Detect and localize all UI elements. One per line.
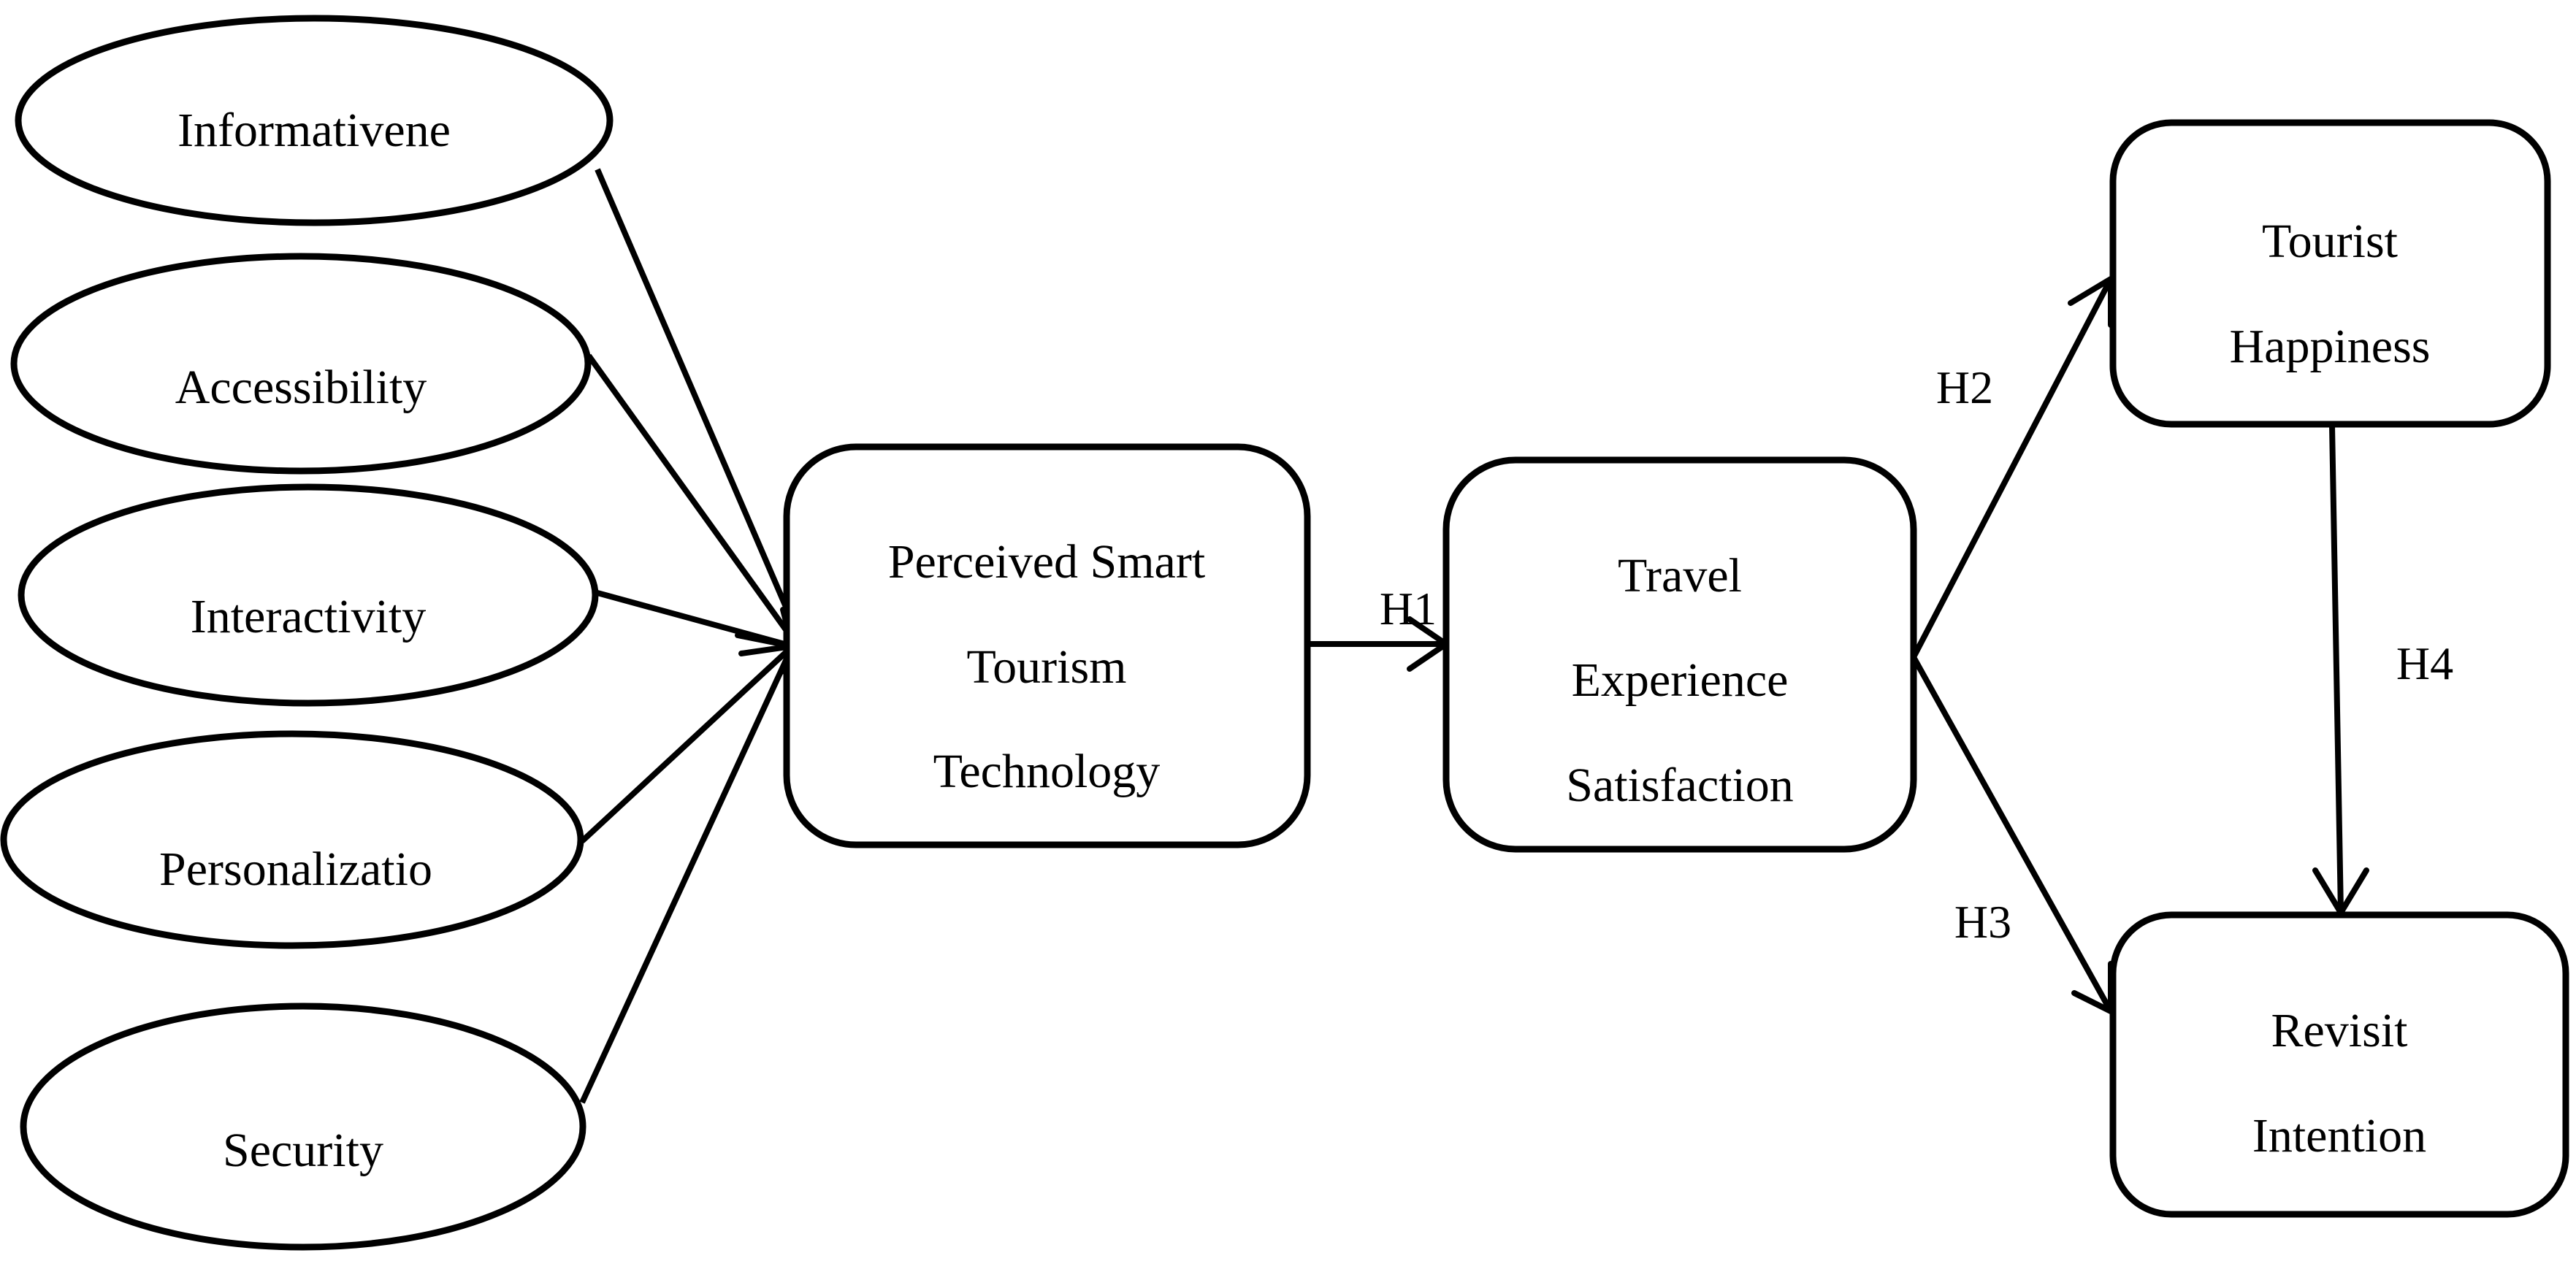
box-travel-experience-satisfaction: Travel Experience Satisfaction xyxy=(1442,456,1917,853)
box-perceived-smart-tourism-technology: Perceived Smart Tourism Technology xyxy=(783,443,1311,848)
hypothesis-label-h4: H4 xyxy=(2396,637,2453,689)
box-tourist-happiness: Tourist Happiness xyxy=(2109,119,2551,428)
tes-line3: Satisfaction xyxy=(1566,759,1794,812)
ri-line1: Revisit xyxy=(2271,1004,2407,1057)
edge-accessibility xyxy=(586,353,795,641)
construct-accessibility: Accessibility xyxy=(10,253,592,475)
edge-h4 xyxy=(2312,425,2369,916)
pstt-line2: Tourism xyxy=(966,640,1126,694)
box-revisit-intention: Revisit Intention xyxy=(2109,911,2569,1218)
tes-line2: Experience xyxy=(1572,654,1789,707)
construct-interactivity-label: Interactivity xyxy=(191,590,427,643)
edge-personalization xyxy=(580,644,795,843)
edge-informativeness xyxy=(595,168,795,624)
edge-security xyxy=(579,645,795,1104)
th-line2: Happiness xyxy=(2230,320,2431,373)
construct-personalization-label: Personalizatio xyxy=(159,843,432,896)
hypothesis-label-h2: H2 xyxy=(1936,361,1993,413)
pstt-line1: Perceived Smart xyxy=(888,535,1205,589)
construct-accessibility-label: Accessibility xyxy=(175,361,427,414)
edge-h2 xyxy=(1911,276,2114,659)
tes-line1: Travel xyxy=(1618,549,1742,602)
construct-informativeness: Informativene xyxy=(15,15,614,226)
construct-interactivity: Interactivity xyxy=(18,483,599,707)
construct-edges xyxy=(579,168,795,1104)
construct-personalization: Personalizatio xyxy=(0,730,584,949)
ri-line2: Intention xyxy=(2252,1109,2426,1162)
construct-security-label: Security xyxy=(223,1124,383,1177)
construct-informativeness-label: Informativene xyxy=(177,104,451,157)
hypothesis-label-h1: H1 xyxy=(1380,583,1437,635)
edge-h3 xyxy=(1911,656,2114,1014)
construct-security: Security xyxy=(20,1003,586,1251)
th-line1: Tourist xyxy=(2262,215,2398,268)
pstt-line3: Technology xyxy=(933,745,1161,798)
hypothesis-label-h3: H3 xyxy=(1954,896,2011,948)
